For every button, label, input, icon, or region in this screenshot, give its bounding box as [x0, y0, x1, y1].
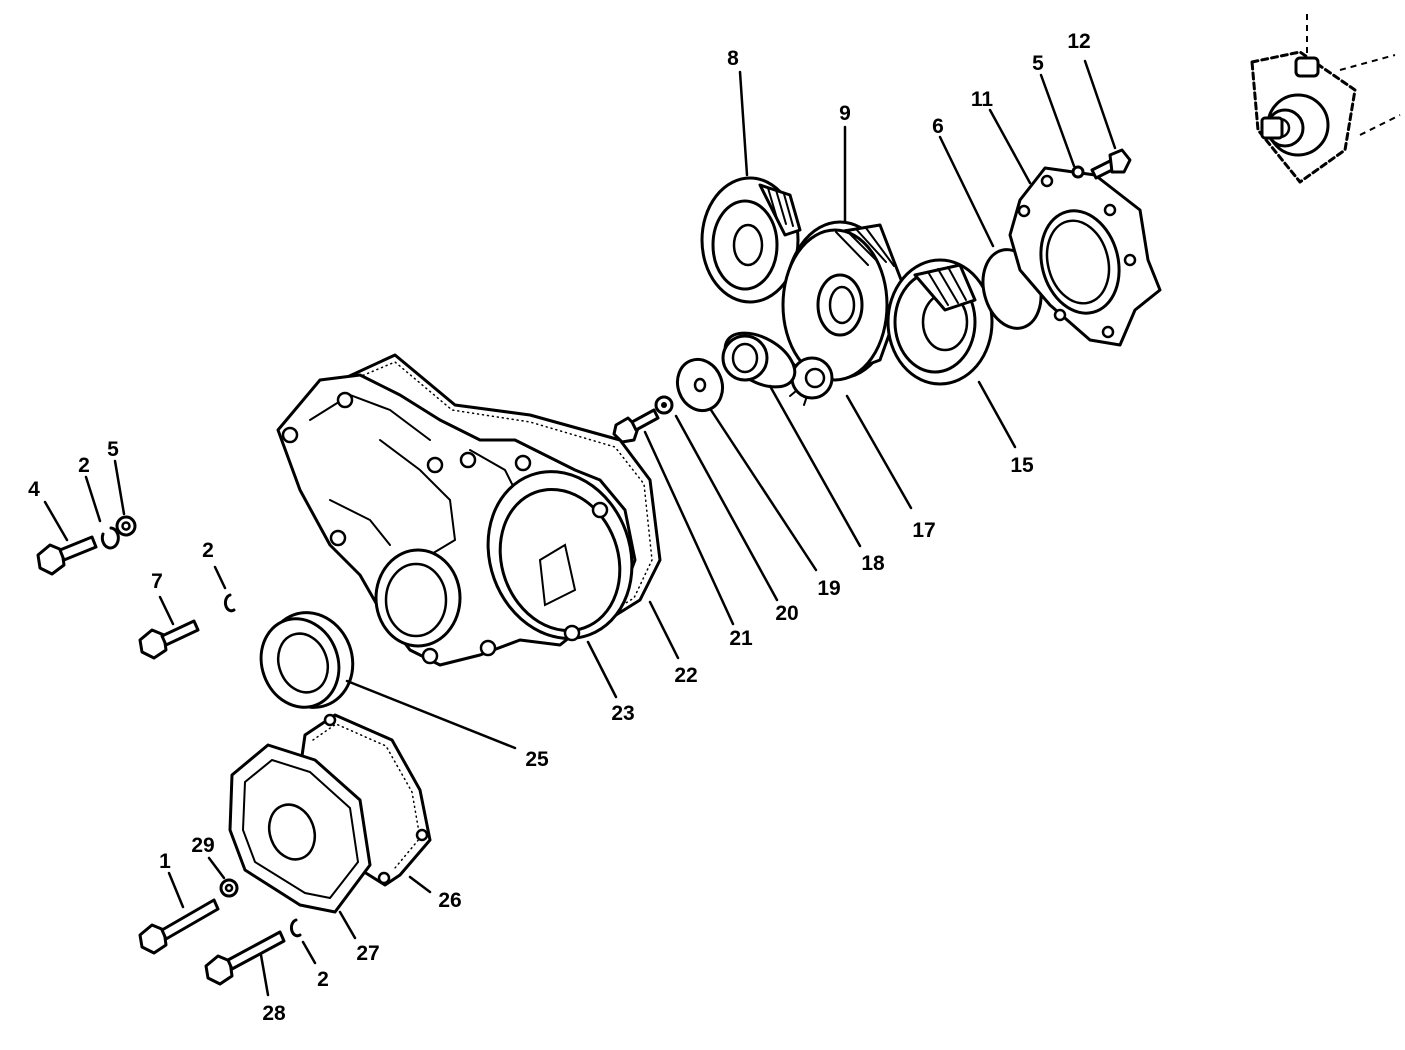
bushing-18: [721, 331, 797, 389]
callout-18: 18: [861, 552, 885, 575]
washer-5-left: [115, 515, 137, 537]
callout-29: 29: [191, 834, 214, 857]
front-housing-23: [276, 373, 637, 667]
callout-17: 17: [912, 519, 935, 542]
callout-19: 19: [817, 577, 840, 600]
callout-27: 27: [356, 942, 379, 965]
callout-11: 11: [971, 88, 994, 111]
callout-2-mid-left: 2: [202, 539, 214, 562]
callout-5-left: 5: [107, 438, 119, 461]
gear-8: [700, 176, 802, 304]
washer-29: [219, 878, 239, 898]
callout-22: 22: [674, 664, 697, 687]
rear-cover-27: [228, 743, 372, 914]
callout-23: 23: [611, 702, 634, 725]
callout-9: 9: [839, 102, 851, 125]
callout-20: 20: [775, 602, 798, 625]
bolt-7: [138, 619, 200, 660]
bolt-4: [36, 535, 98, 576]
washer-5-top: [1071, 165, 1085, 179]
callout-26: 26: [438, 889, 461, 912]
callout-5-top: 5: [1032, 52, 1044, 75]
gear-15: [886, 258, 994, 386]
callout-21: 21: [729, 627, 753, 650]
callout-7: 7: [151, 570, 163, 593]
callout-1: 1: [159, 850, 171, 873]
callout-6: 6: [932, 115, 944, 138]
thrust-washer-19: [675, 357, 725, 413]
callout-15: 15: [1010, 454, 1034, 477]
callout-4: 4: [28, 478, 40, 501]
bolt-28: [204, 930, 286, 986]
callout-12: 12: [1067, 30, 1090, 53]
callout-2-bottom: 2: [317, 968, 329, 991]
leader-lines: [43, 59, 1117, 997]
bolt-21: [612, 408, 660, 444]
callout-labels: 4 2 5 7 2 8 9 6 11 5 12 15 17 18 19 20 2…: [28, 30, 1091, 1025]
flange-cover-11: [1008, 166, 1162, 347]
callout-28: 28: [262, 1002, 286, 1025]
locator-inset: [1250, 14, 1401, 184]
callout-2-upper-left: 2: [78, 454, 90, 477]
washer-20: [654, 395, 674, 415]
lock-washer-2c: [289, 918, 302, 938]
pinion-17: [787, 356, 834, 406]
callout-8: 8: [727, 47, 739, 70]
callout-25: 25: [525, 748, 549, 771]
gear-9: [781, 220, 907, 382]
lock-washer-2b: [223, 593, 236, 613]
lock-washer-2a: [100, 526, 120, 550]
bolt-12: [1090, 148, 1132, 180]
oil-seal-25: [259, 611, 355, 709]
bolt-1: [138, 898, 220, 955]
